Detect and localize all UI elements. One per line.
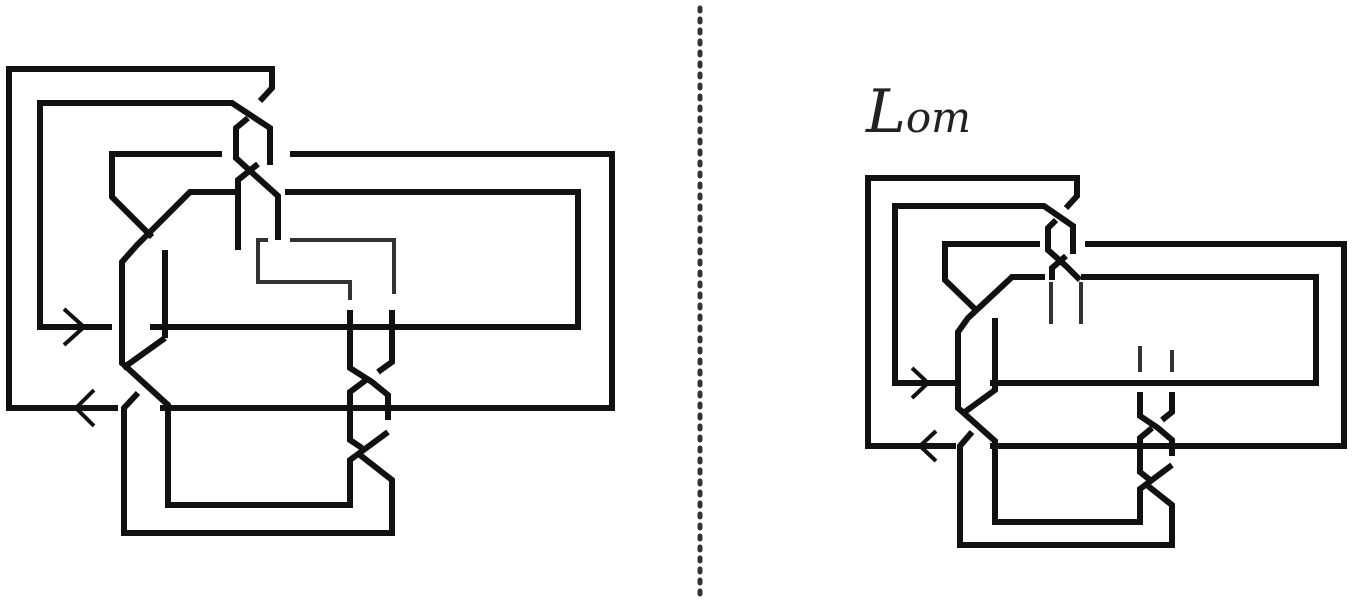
right-twist-left <box>1137 392 1175 456</box>
right-crossing-upper-left <box>960 318 998 417</box>
left-second-loop <box>37 100 273 330</box>
left-top-rect <box>109 151 222 240</box>
left-link-diagram <box>6 66 615 536</box>
left-twist-left <box>347 310 391 420</box>
left-arrow-right <box>62 307 87 347</box>
right-second-loop <box>892 203 1076 386</box>
right-clasp-strand-b <box>1049 253 1068 280</box>
right-crossing-diagonal <box>955 274 1174 525</box>
left-crossing-upper-left <box>121 250 168 371</box>
left-outer-loop <box>6 66 275 411</box>
right-panel-label: Lom <box>865 77 971 147</box>
left-twist-right <box>347 310 395 451</box>
right-link-diagram: Lom <box>865 77 1347 548</box>
right-bottom-loop <box>957 430 1175 548</box>
left-clasp-strand-b <box>235 161 260 250</box>
right-clasp-strand-a <box>1045 217 1083 283</box>
left-crossing-diagonal <box>119 189 390 508</box>
left-clasp-inner-2 <box>258 280 352 300</box>
right-outer-loop <box>865 175 1080 449</box>
left-long-inner-strand <box>150 189 581 330</box>
right-twist-right <box>1137 392 1175 483</box>
label-main: L <box>865 77 906 147</box>
right-top-rect <box>942 241 1040 314</box>
right-arrow-left <box>917 429 938 463</box>
label-subscript: om <box>906 93 971 142</box>
right-bottom-long-strand <box>990 241 1347 449</box>
left-arrow-left <box>73 388 96 428</box>
left-clasp-strand-a <box>233 115 281 240</box>
right-long-inner-strand <box>990 274 1319 386</box>
left-bottom-loop <box>121 390 395 536</box>
left-clasp-inner <box>256 238 396 294</box>
right-arrow-right <box>910 366 931 400</box>
